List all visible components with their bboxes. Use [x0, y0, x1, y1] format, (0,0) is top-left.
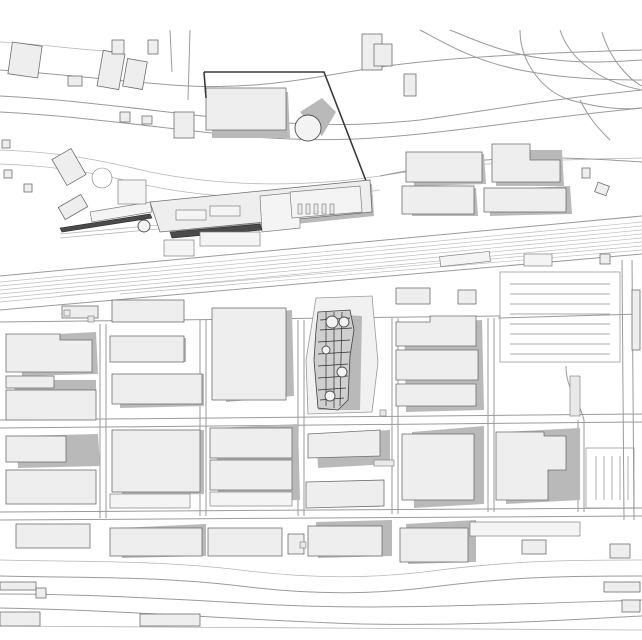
- station-complex: [59, 179, 374, 257]
- south-buildings: [0, 287, 641, 627]
- parking-southeast: [585, 447, 635, 509]
- northeast-buildings: [401, 143, 611, 267]
- road-network-south: [0, 259, 642, 631]
- central-project-block: [305, 295, 379, 415]
- north-buildings: [1, 33, 417, 221]
- site-details: [63, 309, 581, 549]
- parking-lot: [499, 253, 641, 363]
